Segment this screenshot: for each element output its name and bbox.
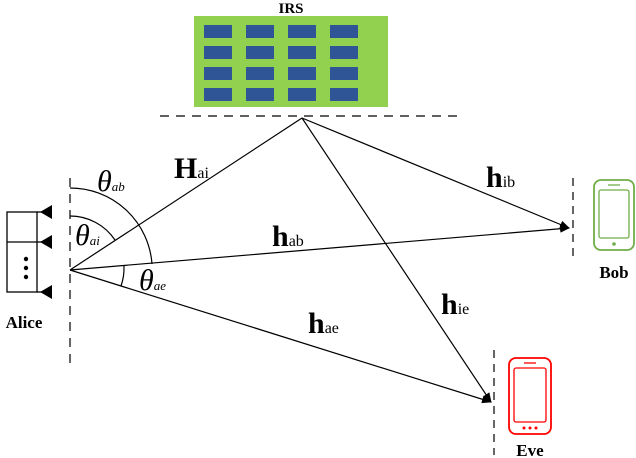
bob-label: Bob <box>599 263 628 282</box>
irs-element <box>330 67 358 80</box>
angle-arc-ae <box>120 265 125 287</box>
link-alice-irs <box>69 117 303 271</box>
eve-label: Eve <box>516 441 544 458</box>
irs-element <box>246 88 274 101</box>
label-theta-ae: θae <box>139 264 166 297</box>
label-h-ie: hie <box>441 288 469 321</box>
label-theta-ab: θab <box>97 165 125 198</box>
link-alice-bob <box>69 224 570 271</box>
irs-panel <box>194 16 388 107</box>
angle-arc-ai <box>69 215 116 241</box>
bob-smartphone-icon <box>593 179 635 251</box>
irs-element <box>330 25 358 38</box>
link-irs-bob <box>301 117 570 229</box>
label-theta-ai: θai <box>75 219 100 252</box>
irs-element-grid <box>204 25 358 101</box>
angle-arc-ab <box>69 187 153 265</box>
irs-element <box>246 46 274 59</box>
label-h-ab: hab <box>272 220 304 253</box>
irs-element <box>204 25 232 38</box>
irs-element <box>246 67 274 80</box>
irs-label: IRS <box>278 1 303 17</box>
irs-element <box>330 88 358 101</box>
irs-element <box>330 46 358 59</box>
irs-element <box>204 88 232 101</box>
label-H-ai: Hai <box>174 152 209 185</box>
link-irs-eve <box>301 117 492 403</box>
irs-element <box>288 46 316 59</box>
alice-antenna-array-icon <box>6 205 52 299</box>
irs-element <box>288 88 316 101</box>
label-h-ae: hae <box>308 307 339 340</box>
irs-element <box>204 67 232 80</box>
link-alice-eve <box>69 269 492 404</box>
alice-label: Alice <box>6 313 43 332</box>
irs-element <box>288 67 316 80</box>
label-h-ib: hib <box>486 161 515 194</box>
eve-smartphone-icon <box>508 357 552 435</box>
irs-element <box>246 25 274 38</box>
irs-element <box>288 25 316 38</box>
irs-element <box>204 46 232 59</box>
